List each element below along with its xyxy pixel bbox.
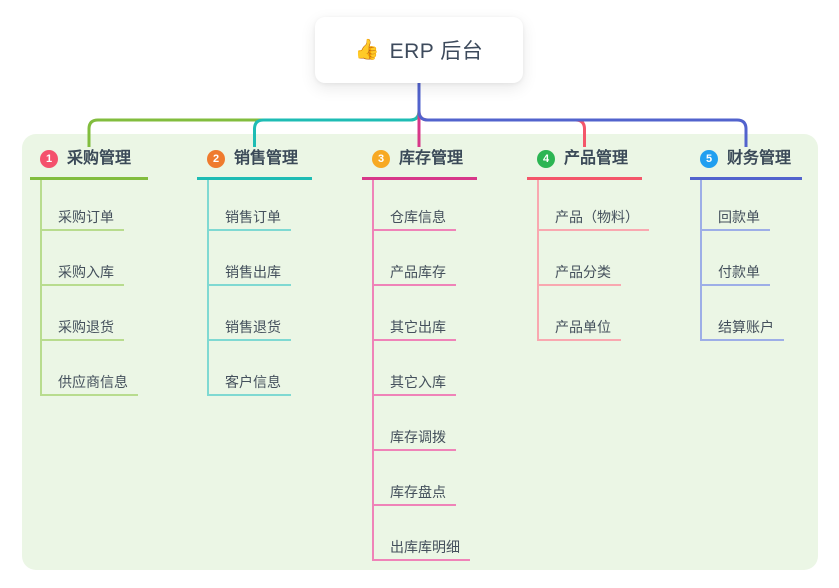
child-node[interactable]: 产品单位 [537,317,621,341]
child-node[interactable]: 其它出库 [372,317,456,341]
branch-label: 产品管理 [564,150,629,167]
child-node[interactable]: 仓库信息 [372,207,456,231]
child-node[interactable]: 采购订单 [40,207,124,231]
branch-column: 3 库存管理 仓库信息产品库存其它出库其它入库库存调拨库存盘点出库库明细 [362,0,477,588]
branch-column: 4 产品管理 产品（物料） 产品分类产品单位 [527,0,649,588]
child-node[interactable]: 采购入库 [40,262,124,286]
children-connector-line [40,180,42,396]
branch-column: 2 销售管理 销售订单销售出库销售退货客户信息 [197,0,312,588]
branch-label: 财务管理 [727,150,792,167]
child-node[interactable]: 结算账户 [700,317,784,341]
child-node[interactable]: 回款单 [700,207,770,231]
child-node[interactable]: 产品分类 [537,262,621,286]
number-badge: 1 [40,149,58,168]
branch-topic[interactable]: 3 库存管理 [362,146,477,180]
child-node[interactable]: 出库库明细 [372,537,470,561]
children-connector-line [537,180,539,341]
branch-column: 5 财务管理 回款单付款单结算账户 [690,0,802,588]
children-connector-line [700,180,702,341]
child-node[interactable]: 销售退货 [207,317,291,341]
children-connector-line [207,180,209,396]
child-node[interactable]: 产品（物料） [537,207,649,231]
child-node[interactable]: 供应商信息 [40,372,138,396]
branch-label: 库存管理 [399,150,464,167]
child-node[interactable]: 付款单 [700,262,770,286]
child-node[interactable]: 库存调拨 [372,427,456,451]
child-node[interactable]: 销售出库 [207,262,291,286]
number-badge: 3 [372,149,390,168]
child-node[interactable]: 客户信息 [207,372,291,396]
child-node[interactable]: 库存盘点 [372,482,456,506]
number-badge: 5 [700,149,718,168]
branch-topic[interactable]: 1 采购管理 [30,146,148,180]
number-badge: 4 [537,149,555,168]
number-badge: 2 [207,149,225,168]
root-title: ERP 后台 [389,40,484,63]
branch-label: 采购管理 [67,150,132,167]
child-node[interactable]: 产品库存 [372,262,456,286]
children-connector-line [372,180,374,561]
branch-topic[interactable]: 2 销售管理 [197,146,312,180]
root-node[interactable]: 👍 ERP 后台 [315,17,523,83]
child-node[interactable]: 采购退货 [40,317,124,341]
child-node[interactable]: 销售订单 [207,207,291,231]
child-node[interactable]: 其它入库 [372,372,456,396]
branch-column: 1 采购管理 采购订单采购入库采购退货供应商信息 [30,0,148,588]
thumbs-up-icon: 👍 [354,39,380,61]
branches-panel [22,134,818,570]
branch-topic[interactable]: 4 产品管理 [527,146,642,180]
branch-label: 销售管理 [234,150,299,167]
branch-topic[interactable]: 5 财务管理 [690,146,802,180]
